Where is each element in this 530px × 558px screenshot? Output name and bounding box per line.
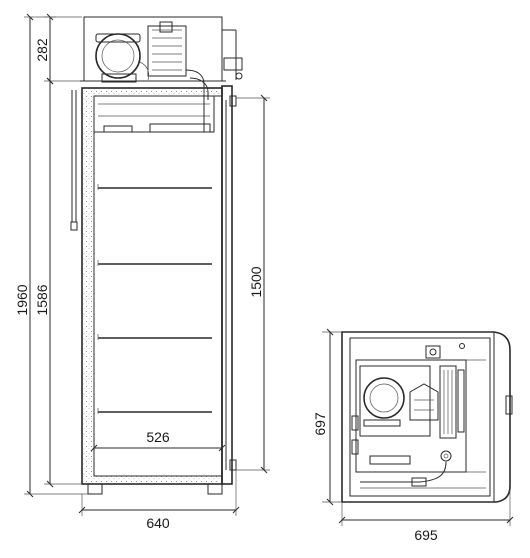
label-total-depth: 695 [414,527,438,543]
label-side-depth: 697 [312,412,328,436]
label-front-width: 640 [146,515,170,531]
dim-front-width [78,470,240,516]
dim-lines-right [236,94,270,474]
label-inner-width: 526 [146,429,170,445]
front-view: 1960 1586 282 1500 526 640 [14,13,270,531]
top-view: 697 695 [312,328,514,543]
dim-lines-left [24,13,88,498]
label-total-height: 1960 [14,284,30,315]
cabinet-body [70,85,237,495]
label-top-unit-height: 282 [34,38,50,62]
label-door-glass-height: 1500 [248,266,264,297]
label-body-height: 1586 [34,284,50,315]
